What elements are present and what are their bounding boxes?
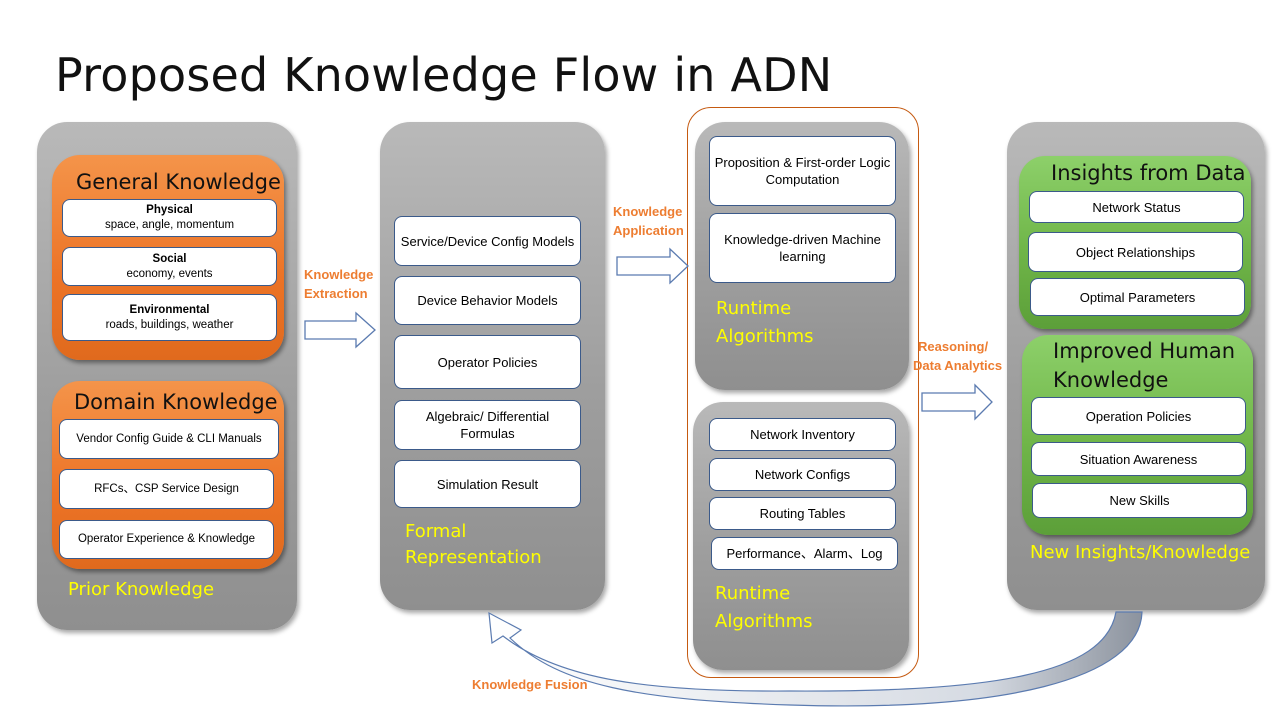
application-label-line2: Application [613,223,684,238]
improved-heading-line2: Knowledge [1053,368,1169,392]
reasoning-label-line1: Reasoning/ [918,339,989,354]
runtime-bottom-card: Routing Tables [709,497,896,530]
new-insights-caption: New Insights/Knowledge [1030,542,1251,563]
domain-knowledge-heading: Domain Knowledge [74,390,278,414]
card-text: Routing Tables [759,506,846,521]
domain-card: RFCs、CSP Service Design [59,469,274,509]
card-title: Social [152,252,187,265]
formal-card: Device Behavior Models [394,276,581,325]
card-text: Device Behavior Models [417,293,558,308]
card-text: Service/Device Config Models [400,233,575,249]
card-text: Proposition & First-order Logic Computat… [714,155,891,187]
card-detail: space, angle, momentum [104,219,235,231]
formal-card: Operator Policies [394,335,581,389]
runtime-top-caption-line1: Runtime [716,298,792,319]
runtime-bottom-card: Performance、Alarm、Log [711,537,898,570]
runtime-bottom-card: Network Inventory [709,418,896,451]
card-text: Network Configs [754,467,851,482]
extraction-label-line1: Knowledge [304,267,374,282]
card-text: Object Relationships [1075,244,1196,260]
domain-card: Operator Experience & Knowledge [59,520,274,559]
page-title: Proposed Knowledge Flow in ADN [55,48,833,102]
runtime-bottom-caption-line2: Algorithms [715,611,813,632]
card-text: Vendor Config Guide & CLI Manuals [76,432,262,445]
runtime-top-card: Knowledge-driven Machine learning [709,213,896,283]
card-text: Algebraic/ Differential Formulas [425,409,550,441]
card-text: Operator Experience & Knowledge [77,533,256,545]
improved-card: New Skills [1032,483,1247,518]
card-text: RFCs、CSP Service Design [94,482,239,495]
application-label-line1: Knowledge [613,204,683,219]
fusion-label: Knowledge Fusion [472,677,588,692]
card-text: Network Inventory [750,427,855,442]
card-text: New Skills [1109,493,1170,508]
improved-heading-line1: Improved Human [1053,339,1236,363]
insights-card: Optimal Parameters [1030,278,1245,316]
improved-card: Situation Awareness [1031,442,1246,476]
card-detail: economy, events [126,267,213,280]
runtime-bottom-card: Network Configs [709,458,896,491]
application-arrow [616,247,689,285]
card-text: Network Status [1092,199,1181,215]
formal-card: Simulation Result [394,460,581,508]
domain-card: Vendor Config Guide & CLI Manuals [59,419,279,459]
extraction-label-line2: Extraction [304,286,368,301]
extraction-arrow [304,311,376,349]
card-text: Situation Awareness [1079,451,1198,467]
runtime-top-caption-line2: Algorithms [716,326,814,347]
card-detail: roads, buildings, weather [105,318,234,331]
formal-caption-line1: Formal [405,521,467,542]
card-text: Simulation Result [436,476,539,492]
reasoning-label-line2: Data Analytics [913,358,1003,373]
formal-card: Algebraic/ Differential Formulas [394,400,581,450]
formal-caption-line2: Representation [405,547,542,568]
improved-card: Operation Policies [1031,397,1246,435]
runtime-top-card: Proposition & First-order Logic Computat… [709,136,896,206]
runtime-bottom-caption-line1: Runtime [715,583,791,604]
environmental-card: Environmental roads, buildings, weather [62,294,277,341]
insights-card: Network Status [1029,191,1244,223]
prior-knowledge-caption: Prior Knowledge [68,579,215,600]
card-text: Operator Policies [437,354,538,370]
general-knowledge-heading: General Knowledge [76,170,281,194]
card-text: Knowledge-driven Machine learning [724,232,881,264]
card-title: Environmental [129,303,210,316]
card-text: Operation Policies [1085,408,1192,424]
card-text: Optimal Parameters [1079,289,1196,305]
formal-card: Service/Device Config Models [394,216,581,266]
card-text: Performance、Alarm、Log [726,546,883,561]
social-card: Social economy, events [62,247,277,286]
reasoning-arrow [921,383,993,421]
physical-card: Physical space, angle, momentum [62,199,277,237]
insights-heading: Insights from Data [1051,161,1246,185]
insights-card: Object Relationships [1028,232,1243,272]
card-title: Physical [146,204,193,216]
